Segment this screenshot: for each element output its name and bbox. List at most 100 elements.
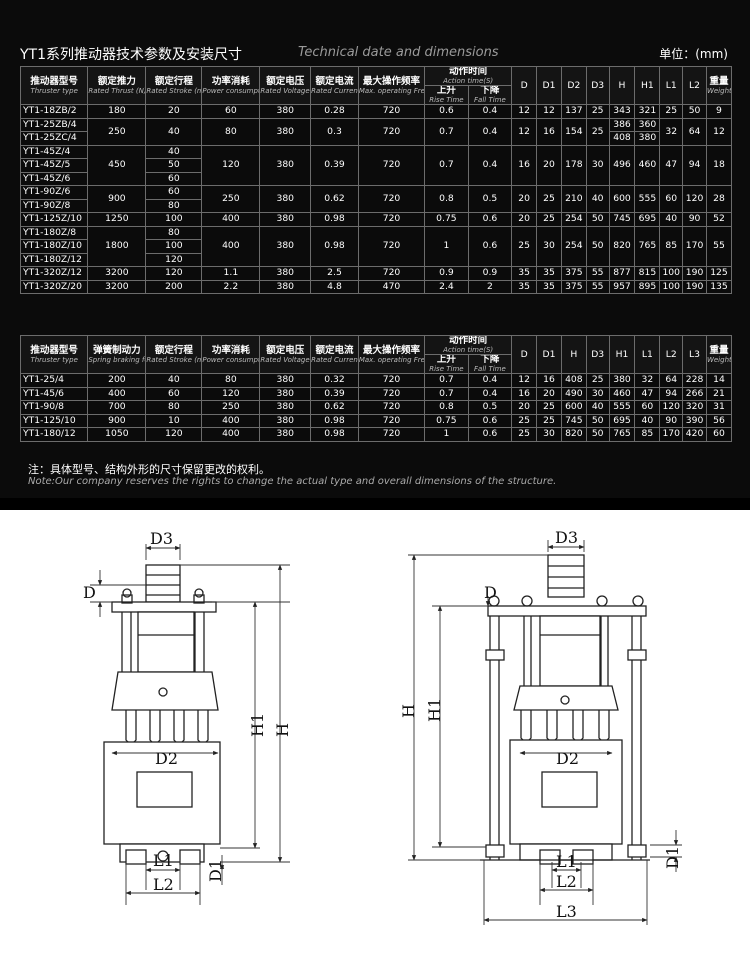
h-cell: 386 [608,117,636,132]
current-cell: 0.98 [310,413,359,428]
model-cell: YT1-180Z/12 [19,252,89,267]
model-cell: YT1-180Z/8 [19,225,89,240]
thrust-cell: 900 [87,185,147,213]
model-cell: YT1-45Z/6 [19,171,89,186]
th-d: D [511,335,538,374]
l1-cell: 32 [634,373,661,388]
h-cell: 820 [560,427,587,442]
freq-cell: 720 [357,413,426,428]
drawings-svg: D3 D H1 H D2 L1 L2 D1 [83,528,682,925]
spec-title: YT1系列推动器技术参数及安装尺寸 [20,47,243,63]
d3-cell: 25 [585,373,610,388]
freq-cell: 720 [357,427,426,442]
l1-cell: 40 [634,413,661,428]
h-cell: 496 [608,144,636,186]
right-fins [520,710,610,742]
h1-cell: 765 [608,427,636,442]
stroke-cell: 20 [145,104,203,119]
h1-cell: 321 [634,104,661,119]
rise-cell: 2.4 [424,279,469,294]
stroke-cell: 80 [145,198,203,213]
power-cell: 120 [201,144,261,186]
d-cell: 35 [511,279,538,294]
spring-force-cell: 900 [87,413,147,428]
l2-cell: 120 [659,400,684,415]
d3-cell: 40 [585,185,610,213]
d1-cell: 16 [536,117,562,146]
weight-cell: 14 [705,373,733,388]
fall-cell: 0.6 [467,413,513,428]
weight-cell: 125 [705,266,733,281]
stroke-cell: 100 [145,239,203,254]
fall-cell: 0.6 [467,225,513,267]
d2-cell: 375 [560,279,587,294]
rise-cell: 1 [424,225,469,267]
th-h1: H1 [634,66,661,105]
model-cell: YT1-25/4 [19,373,89,388]
right-label-d1: D1 [663,846,682,869]
l2-cell: 64 [659,373,684,388]
rise-cell: 0.9 [424,266,469,281]
l2-cell: 170 [659,427,684,442]
d1-cell: 20 [536,386,562,401]
d2-cell: 178 [560,144,587,186]
left-label-d: D [83,583,96,602]
thrust-cell: 3200 [87,266,147,281]
table-row: YT1-320Z/20 3200 200 2.2 380 4.8 470 2.4… [19,279,733,294]
h1-cell: 895 [634,279,661,294]
th-l2: L2 [659,335,684,374]
power-cell: 80 [201,117,261,146]
stroke-cell: 120 [145,252,203,267]
h1-cell: 815 [634,266,661,281]
voltage-cell: 380 [259,279,312,294]
rise-cell: 0.7 [424,117,469,146]
voltage-cell: 380 [259,400,312,415]
h1-cell: 360 [634,117,661,132]
l1-cell: 47 [634,386,661,401]
rise-cell: 0.7 [424,386,469,401]
right-dim-labels: D3 D H H1 D2 L1 L2 L3 D1 [399,528,682,921]
voltage-cell: 380 [259,185,312,213]
d2-cell: 254 [560,225,587,267]
fall-cell: 0.5 [467,185,513,213]
th-d1: D1 [536,66,562,105]
model-cell: YT1-45Z/5 [19,158,89,173]
fall-cell: 0.4 [467,117,513,146]
model-cell: YT1-90Z/8 [19,198,89,213]
l1-cell: 85 [634,427,661,442]
right-dimensions [408,540,682,925]
thrust-cell: 3200 [87,279,147,294]
left-label-d3: D3 [150,529,173,548]
d1-cell: 20 [536,144,562,186]
l2-cell: 120 [682,185,707,213]
current-cell: 0.28 [310,104,359,119]
stroke-cell: 60 [145,185,203,200]
l2-cell: 170 [682,225,707,267]
stroke-cell: 120 [145,266,203,281]
spring-force-cell: 400 [87,386,147,401]
power-cell: 2.2 [201,279,261,294]
freq-cell: 720 [357,266,426,281]
d2-cell: 154 [560,117,587,146]
d3-cell: 30 [585,144,610,186]
d1-cell: 12 [536,104,562,119]
d3-cell: 40 [585,400,610,415]
left-top-bolts [121,588,205,604]
d-cell: 35 [511,266,538,281]
power-cell: 80 [201,373,261,388]
l2-cell: 50 [682,104,707,119]
fall-cell: 0.4 [467,373,513,388]
table-row: YT1-90Z/6 900 60 250 380 0.62 720 0.8 0.… [19,185,733,213]
th-d2: D2 [560,66,587,105]
power-cell: 400 [201,413,261,428]
d1-cell: 25 [536,400,562,415]
rise-cell: 0.8 [424,400,469,415]
th-d: D [511,66,538,105]
l3-cell: 320 [682,400,707,415]
